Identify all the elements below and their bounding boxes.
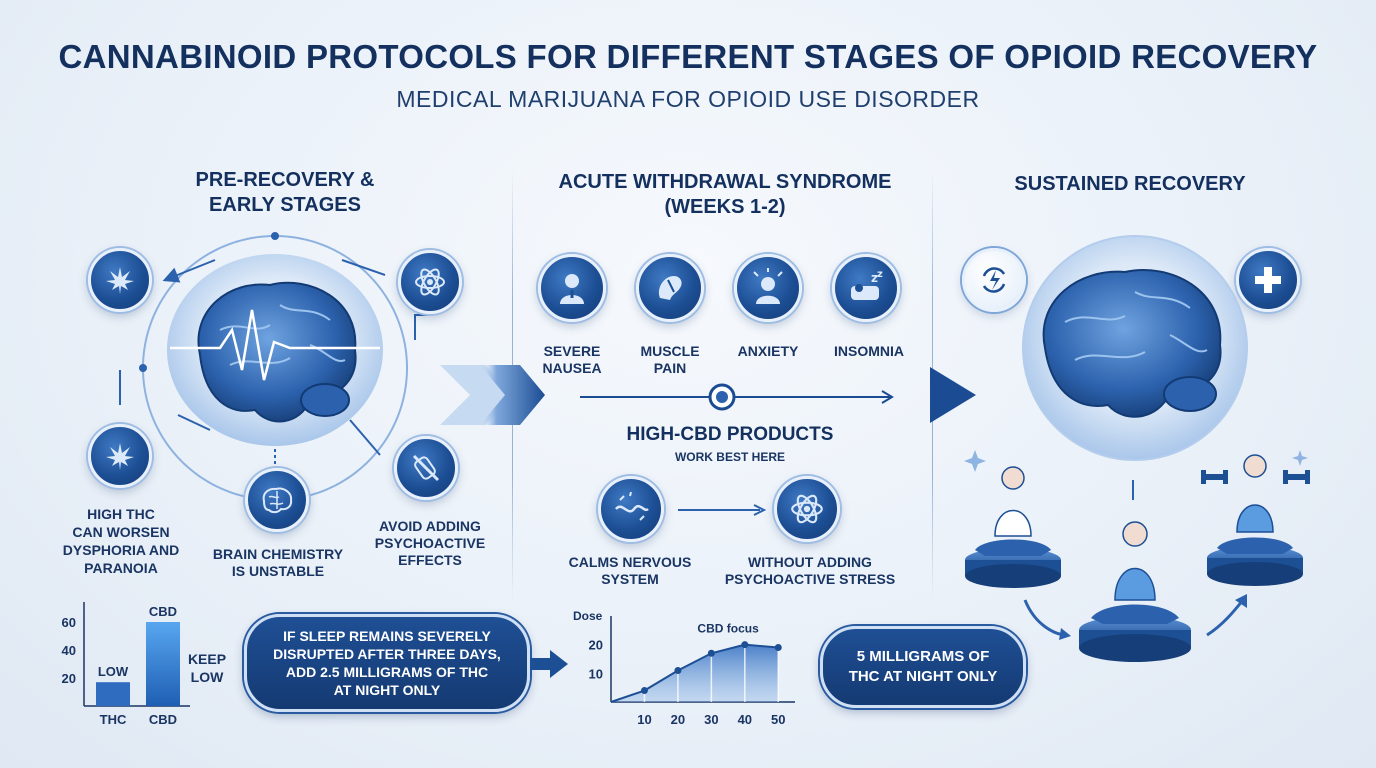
bar-data-label: LOW [98,664,129,679]
atom-icon [398,250,462,314]
energy-cycle-icon [962,248,1026,312]
area-chart-annotation: CBD focus [697,622,759,636]
bar-chart-y-tick-label: 20 [62,671,76,686]
area-data-point [707,649,715,657]
no-medication-icon [394,436,458,500]
cannabis-leaf-icon [88,248,152,312]
area-data-point [640,687,648,695]
area-data-point [774,644,782,652]
atom-icon [774,476,840,542]
thc-night-dose-pill: 5 MILLIGRAMS OF THC AT NIGHT ONLY [820,626,1026,708]
sleep-disruption-pill: IF SLEEP REMAINS SEVERELY DISRUPTED AFTE… [244,614,530,712]
area-chart-x-tick-label: 10 [637,712,651,727]
stage-flow-arrow [440,365,976,425]
thc-cbd-bar-chart: 20 40 60 LOW THC CBD CBD [62,602,190,727]
stage2-heading: ACUTE WITHDRAWAL SYNDROME (WEEKS 1-2) [558,171,892,218]
without-psychoactive-label: WITHOUT ADDING PSYCHOACTIVE STRESS [724,554,896,587]
keep-low-note: KEEP LOW [187,651,227,685]
page-subtitle: MEDICAL MARIJUANA FOR OPIOID USE DISORDE… [396,86,980,112]
brain-illustration-stage1 [167,254,383,446]
cbd-products-callout: HIGH-CBD PRODUCTS WORK BEST HERE [626,424,834,464]
pill-to-chart-arrow [530,650,568,678]
cbd-dose-area-chart: Dose 10 20 10 20 30 40 50 CBD focus [573,609,795,727]
calms-nervous-system-label: CALMS NERVOUS SYSTEM [568,554,692,587]
symptom-label-anxiety: ANXIETY [737,343,799,359]
area-series-line [610,643,779,703]
high-thc-label: HIGH THC CAN WORSEN DYSPHORIA AND PARANO… [62,506,180,576]
brain-icon [245,468,309,532]
svg-text:z: z [877,269,883,280]
bar-thc [96,682,130,706]
brain-illustration-stage3 [1022,235,1248,461]
page-title: CANNABINOID PROTOCOLS FOR DIFFERENT STAG… [58,38,1318,75]
area-chart-y-tick-label: 10 [589,666,603,681]
bar-data-label: CBD [149,604,177,619]
calm-to-atom-arrow [678,504,767,516]
svg-text:z: z [871,271,878,285]
symptom-label-insomnia: INSOMNIA [834,343,904,359]
area-chart-x-tick-label: 30 [704,712,718,727]
bar-cbd [146,622,180,706]
nausea-icon [538,254,606,322]
area-data-point [741,641,749,649]
stage1-heading: PRE-RECOVERY & EARLY STAGES [195,169,375,216]
area-chart-x-tick-label: 40 [738,712,752,727]
cannabis-leaf-icon [88,424,152,488]
area-data-point [674,666,682,674]
symptom-label-nausea: SEVERE NAUSEA [542,343,602,376]
anxiety-icon [734,254,802,322]
area-chart-y-tick-label: 20 [589,638,603,653]
avoid-psychoactive-label: AVOID ADDING PSYCHOACTIVE EFFECTS [374,518,486,568]
health-cross-icon [1236,248,1300,312]
bar-category-label: CBD [149,712,177,727]
area-chart-y-axis-label: Dose [573,609,603,623]
bar-category-label: THC [100,712,127,727]
muscle-pain-icon [636,254,704,322]
wellness-activities-illustration [964,450,1310,662]
calming-waves-icon [598,476,664,542]
stage3-heading: SUSTAINED RECOVERY [1014,173,1246,195]
area-chart-x-tick-label: 50 [771,712,785,727]
brain-chemistry-label: BRAIN CHEMISTRY IS UNSTABLE [212,546,344,579]
area-chart-x-tick-label: 20 [671,712,685,727]
bar-chart-y-tick-label: 60 [62,615,76,630]
symptom-label-muscle-pain: MUSCLE PAIN [640,343,700,376]
bar-chart-y-tick-label: 40 [62,643,76,658]
area-fill [611,644,779,702]
